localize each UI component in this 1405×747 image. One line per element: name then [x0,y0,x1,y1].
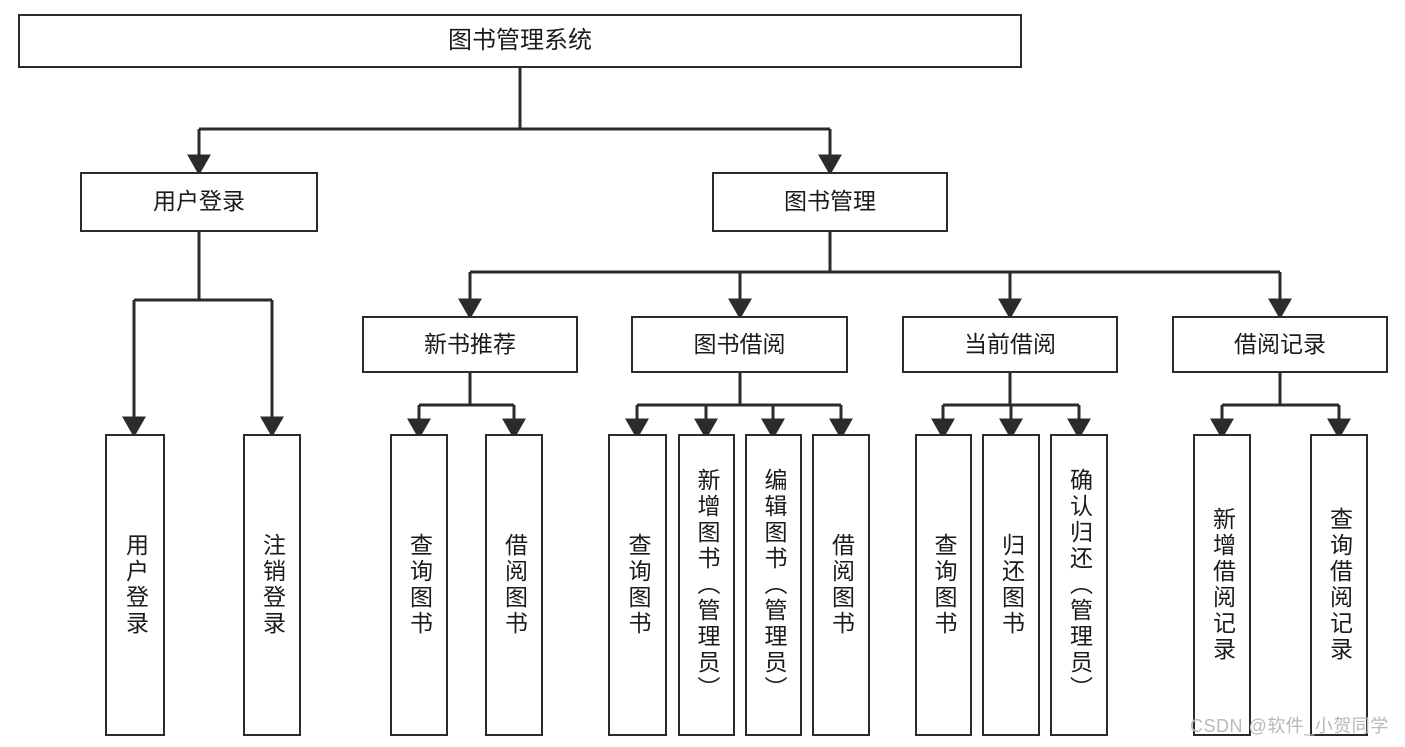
leaf-query-book-1-label: 查询图书 [406,533,433,637]
node-book-borrow-label: 图书借阅 [693,330,786,357]
leaf-logout-label: 注销登录 [259,533,286,637]
leaf-confirm-return-label: 确认归还（管理员） [1066,468,1093,702]
node-user-login[interactable]: 用户登录 [80,172,318,232]
leaf-add-record-label: 新增借阅记录 [1209,507,1236,663]
leaf-query-record-label: 查询借阅记录 [1326,507,1353,663]
leaf-query-book-2[interactable]: 查询图书 [608,434,667,736]
node-book-borrow[interactable]: 图书借阅 [631,316,848,373]
node-current-borrow[interactable]: 当前借阅 [902,316,1118,373]
node-root-label: 图书管理系统 [448,26,592,54]
node-user-login-label: 用户登录 [153,188,245,215]
leaf-query-book-1[interactable]: 查询图书 [390,434,448,736]
leaf-borrow-book-2-label: 借阅图书 [828,533,855,637]
leaf-edit-book[interactable]: 编辑图书（管理员） [745,434,802,736]
node-borrow-records[interactable]: 借阅记录 [1172,316,1388,373]
leaf-return-book[interactable]: 归还图书 [982,434,1040,736]
leaf-user-login-label: 用户登录 [122,533,149,637]
leaf-query-book-2-label: 查询图书 [625,533,651,637]
node-new-book-recommend[interactable]: 新书推荐 [362,316,578,373]
node-borrow-records-label: 借阅记录 [1234,330,1326,357]
node-new-book-recommend-label: 新书推荐 [424,330,516,357]
leaf-return-book-label: 归还图书 [998,533,1025,637]
csdn-watermark: CSDN @软件_小贺同学 [1190,716,1389,736]
leaf-query-book-3-label: 查询图书 [931,533,957,637]
node-book-management-label: 图书管理 [784,188,876,215]
leaf-add-book[interactable]: 新增图书（管理员） [678,434,735,736]
node-book-management[interactable]: 图书管理 [712,172,948,232]
leaf-confirm-return[interactable]: 确认归还（管理员） [1050,434,1108,736]
leaf-edit-book-label: 编辑图书（管理员） [761,468,787,702]
leaf-user-login[interactable]: 用户登录 [105,434,165,736]
leaf-borrow-book-2[interactable]: 借阅图书 [812,434,870,736]
leaf-add-record[interactable]: 新增借阅记录 [1193,434,1251,736]
leaf-borrow-book-1[interactable]: 借阅图书 [485,434,543,736]
node-current-borrow-label: 当前借阅 [964,330,1056,357]
leaf-query-book-3[interactable]: 查询图书 [915,434,972,736]
leaf-borrow-book-1-label: 借阅图书 [501,533,528,637]
node-root[interactable]: 图书管理系统 [18,14,1022,68]
leaf-add-book-label: 新增图书（管理员） [694,468,720,702]
leaf-logout[interactable]: 注销登录 [243,434,301,736]
leaf-query-record[interactable]: 查询借阅记录 [1310,434,1368,736]
